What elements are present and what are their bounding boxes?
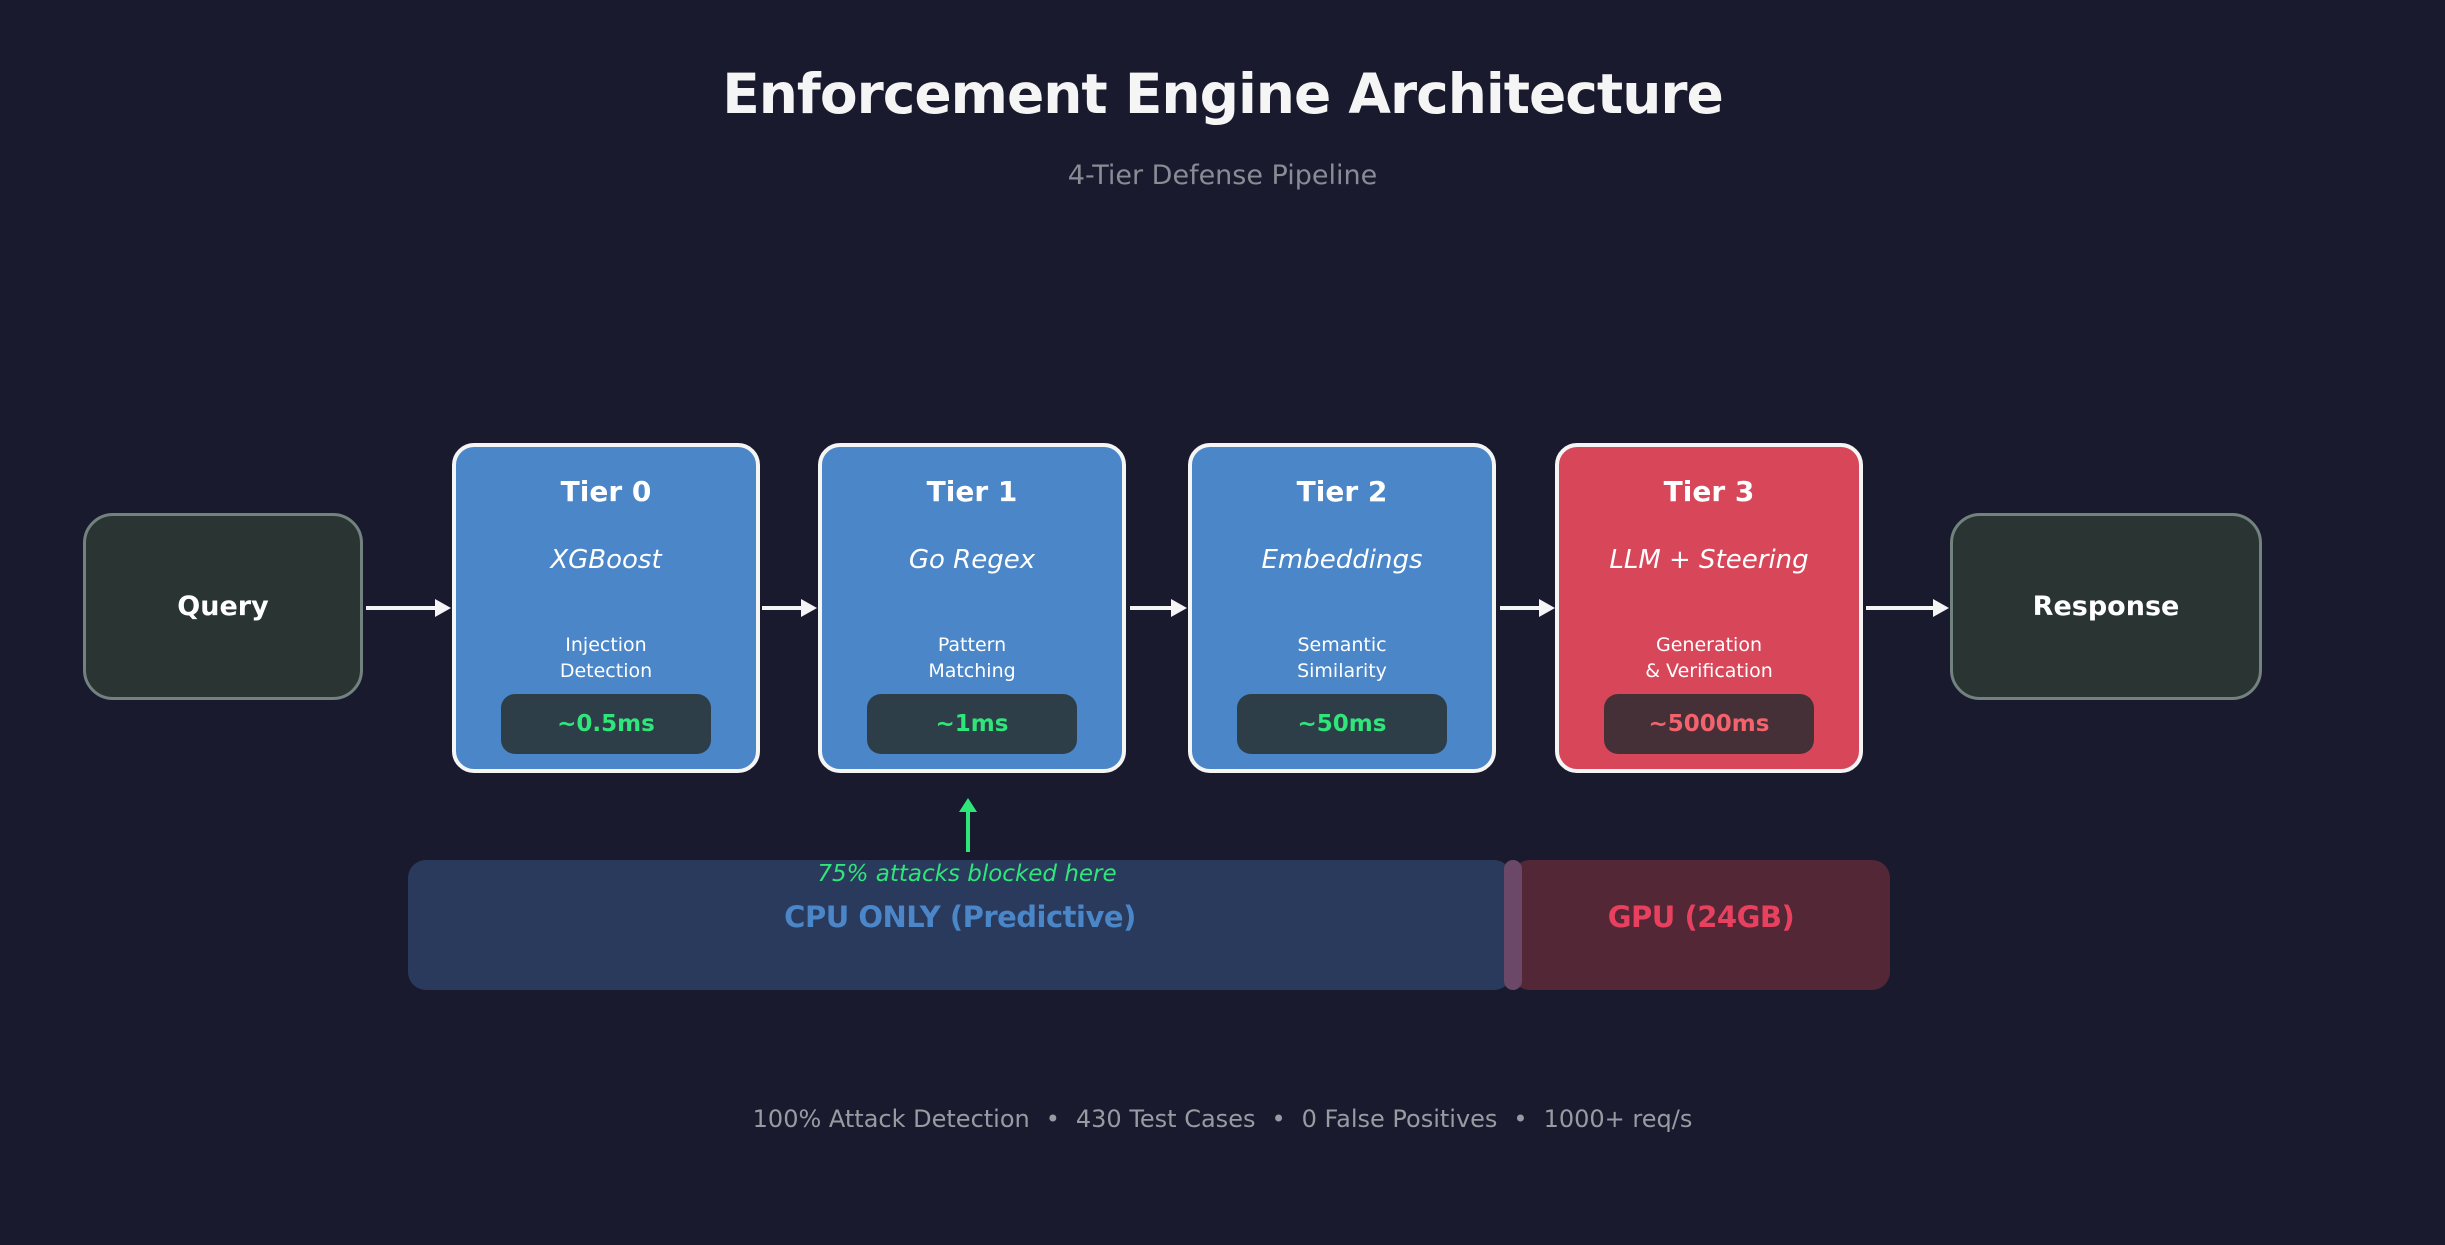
tier-3-latency-badge: ~5000ms (1604, 694, 1814, 754)
attacks-blocked-annotation: 75% attacks blocked here (817, 861, 1117, 887)
page-title: Enforcement Engine Architecture (722, 62, 1724, 126)
tier-0-card: Tier 0 XGBoost Injection Detection ~0.5m… (452, 443, 760, 773)
tier-3-title: Tier 3 (1663, 475, 1755, 508)
tier-3-technology: LLM + Steering (1609, 545, 1809, 575)
flow-arrow-tier2-to-tier3 (1500, 599, 1555, 617)
stat-separator: • (1271, 1105, 1286, 1133)
stat-throughput: 1000+ req/s (1543, 1105, 1693, 1133)
stat-separator: • (1045, 1105, 1060, 1133)
tier-0-description: Injection Detection (559, 634, 653, 682)
cpu-gpu-divider (1504, 860, 1522, 990)
tier-3-description: Generation & Verification (1645, 634, 1773, 682)
response-label: Response (2032, 591, 2180, 622)
tier-0-title: Tier 0 (560, 475, 652, 508)
tier-0-technology: XGBoost (550, 545, 662, 575)
cpu-band-label: CPU ONLY (Predictive) (784, 900, 1136, 934)
cpu-band (408, 860, 1512, 990)
tier-1-technology: Go Regex (908, 545, 1036, 575)
stat-test-cases: 430 Test Cases (1075, 1105, 1256, 1133)
flow-arrow-tier3-to-response (1866, 599, 1949, 617)
gpu-band-label: GPU (24GB) (1607, 900, 1795, 934)
response-node: Response (1950, 513, 2262, 700)
query-node: Query (83, 513, 363, 700)
flow-arrow-query-to-tier0 (366, 599, 451, 617)
stat-separator: • (1513, 1105, 1528, 1133)
stat-attack-detection: 100% Attack Detection (752, 1105, 1030, 1133)
tier-2-description: Semantic Similarity (1297, 634, 1387, 682)
flow-arrow-tier1-to-tier2 (1130, 599, 1187, 617)
tier-3-card: Tier 3 LLM + Steering Generation & Verif… (1555, 443, 1863, 773)
stats-footer: 100% Attack Detection • 430 Test Cases • 0 F… (0, 1105, 2445, 1133)
blocked-arrow-up-icon (959, 798, 977, 812)
tier-2-latency-badge: ~50ms (1237, 694, 1447, 754)
page-subtitle: 4-Tier Defense Pipeline (1067, 160, 1378, 191)
tier-1-card: Tier 1 Go Regex Pattern Matching ~1ms (818, 443, 1126, 773)
tier-2-title: Tier 2 (1296, 475, 1388, 508)
flow-arrow-tier0-to-tier1 (762, 599, 817, 617)
tier-0-latency-badge: ~0.5ms (501, 694, 711, 754)
tier-2-technology: Embeddings (1261, 545, 1423, 575)
query-label: Query (177, 591, 269, 622)
gpu-band (1512, 860, 1890, 990)
tier-1-latency-badge: ~1ms (867, 694, 1077, 754)
tier-2-card: Tier 2 Embeddings Semantic Similarity ~5… (1188, 443, 1496, 773)
tier-1-description: Pattern Matching (928, 634, 1016, 682)
blocked-arrow-shaft (966, 812, 970, 852)
stat-false-positives: 0 False Positives (1301, 1105, 1498, 1133)
tier-1-title: Tier 1 (926, 475, 1018, 508)
